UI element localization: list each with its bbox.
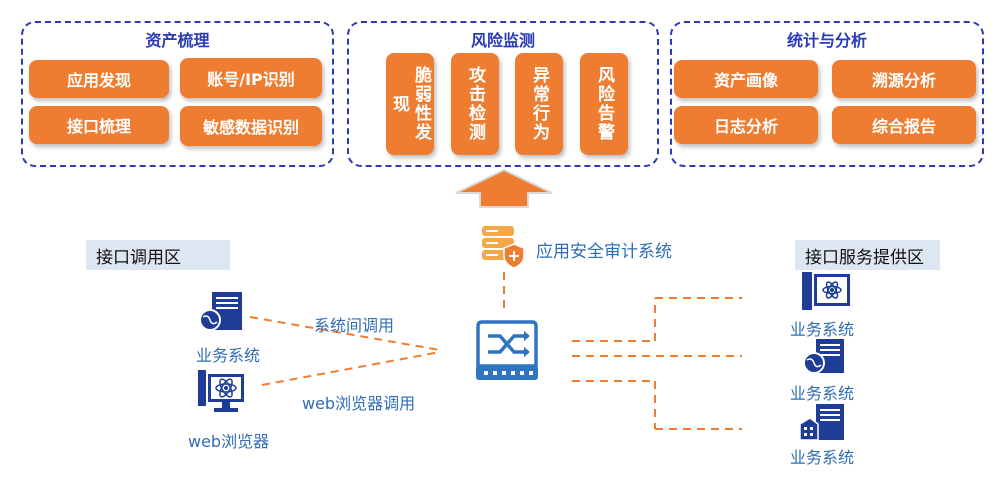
asset-item-account-ip: 账号/IP识别 <box>180 58 322 98</box>
risk-item-alert: 风险告警 <box>580 53 628 155</box>
stats-item-asset-profile: 资产画像 <box>674 60 818 98</box>
asset-item-interface: 接口梳理 <box>29 106 169 144</box>
right-service-label-1: 业务系统 <box>790 320 855 339</box>
stats-item-trace: 溯源分析 <box>832 60 976 98</box>
service-zone-label: 接口服务提供区 <box>795 240 940 270</box>
call-zone-label: 接口调用区 <box>86 240 230 270</box>
risk-item-vulnerability: 脆弱性发现 <box>386 53 434 155</box>
risk-item-anomaly: 异常行为 <box>515 53 563 155</box>
risk-group: 风险监测 <box>347 21 659 167</box>
system-call-label: 系统间调用 <box>314 316 395 335</box>
switch-shuffle-icon <box>472 314 542 384</box>
left-client-system-label: 业务系统 <box>196 346 261 365</box>
risk-group-title: 风险监测 <box>470 31 535 50</box>
server-monitor-atom-icon <box>800 270 852 312</box>
right-service-label-2: 业务系统 <box>790 384 855 403</box>
risk-item-attack: 攻击检测 <box>451 53 499 155</box>
asset-group-title: 资产梳理 <box>145 31 210 50</box>
right-service-label-3: 业务系统 <box>790 448 855 467</box>
asset-item-app-discovery: 应用发现 <box>29 60 169 98</box>
server-shield-icon <box>478 222 526 270</box>
browser-call-line <box>261 351 441 386</box>
stats-item-log: 日志分析 <box>674 106 818 144</box>
stats-item-report: 综合报告 <box>832 106 976 144</box>
asset-group: 资产梳理 <box>21 21 334 167</box>
server-globe-icon <box>198 290 246 334</box>
building-server-icon <box>798 402 850 442</box>
stats-group-title: 统计与分析 <box>786 31 867 50</box>
stats-group: 统计与分析 <box>670 21 984 167</box>
browser-call-label: web浏览器调用 <box>302 394 416 413</box>
asset-item-sensitive-data: 敏感数据识别 <box>180 106 322 146</box>
up-arrow-icon <box>455 168 553 208</box>
audit-system-label: 应用安全审计系统 <box>536 242 672 262</box>
server-globe-icon <box>800 337 848 377</box>
monitor-atom-icon <box>196 368 248 416</box>
system-call-line <box>249 316 441 351</box>
left-client-browser-label: web浏览器 <box>188 432 270 451</box>
